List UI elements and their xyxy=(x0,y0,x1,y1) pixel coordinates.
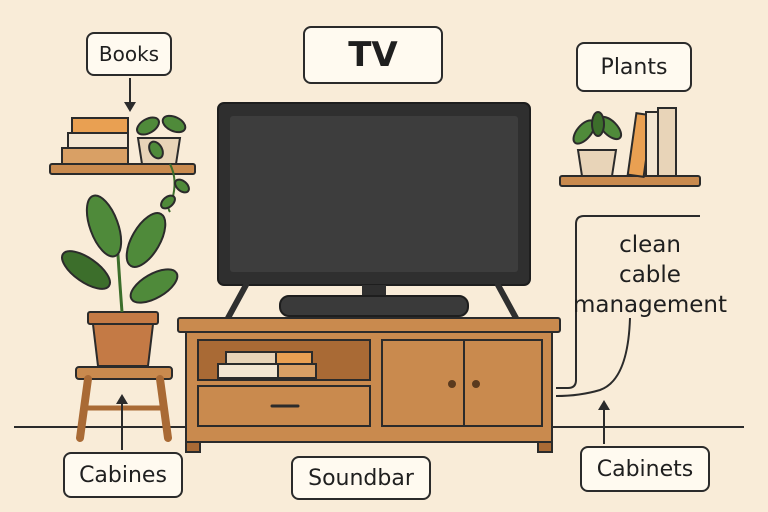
left-wall-shelf xyxy=(49,114,196,213)
cabinet-book-4 xyxy=(275,351,313,365)
big-leaf-4 xyxy=(129,268,179,304)
cabines-label: Cabines xyxy=(63,452,183,498)
cabinet-leg-right xyxy=(537,441,553,453)
cabinet-book-2 xyxy=(225,351,277,365)
right-wall-shelf xyxy=(559,107,701,187)
tv-cabinet xyxy=(177,317,561,453)
right-shelf-board xyxy=(559,175,701,187)
hanging-leaf-1 xyxy=(136,116,160,136)
cable-management-label: clean cable management xyxy=(560,230,740,320)
plants-label: Plants xyxy=(576,42,692,92)
cabinet-top xyxy=(177,317,561,333)
big-leaf-1 xyxy=(85,194,123,258)
cable-label-line-1: clean xyxy=(619,232,681,258)
cabinet-book-1 xyxy=(217,363,281,379)
books-arrowhead xyxy=(124,102,136,112)
big-leaf-3 xyxy=(61,250,111,290)
book-stack-1 xyxy=(61,147,129,165)
tv-screen xyxy=(230,116,518,272)
hanging-leaf-3 xyxy=(148,140,164,160)
small-pot-right xyxy=(576,149,618,177)
cable-bracket xyxy=(556,215,700,389)
cabinets-label: Cabinets xyxy=(580,446,710,492)
hanging-leaf-4 xyxy=(174,178,190,194)
cable-label-line-3: management xyxy=(572,292,728,318)
right-plant-leaf-3 xyxy=(591,111,605,137)
hanging-leaf-2 xyxy=(161,114,187,134)
cable-label-line-2: cable xyxy=(619,262,681,288)
hanging-leaf-5 xyxy=(160,194,176,210)
large-pot-rim xyxy=(87,311,159,325)
plant-stool xyxy=(61,194,179,442)
door-knob-right xyxy=(472,380,480,388)
upright-book-2 xyxy=(645,111,659,177)
tv-stand-neck xyxy=(362,285,386,297)
callout-lines xyxy=(116,78,700,450)
cabinet-book-3 xyxy=(277,363,317,379)
book-stack-2 xyxy=(67,132,129,149)
cabinets-arrowhead xyxy=(598,400,610,410)
cable-wire xyxy=(555,317,631,397)
big-leaf-2 xyxy=(125,212,167,268)
upright-book-3 xyxy=(657,107,677,177)
book-stack-3 xyxy=(71,117,129,134)
tv-label: TV xyxy=(303,26,443,84)
tv-set xyxy=(217,102,531,321)
tv-leg-right xyxy=(495,282,519,321)
soundbar xyxy=(279,295,469,317)
door-knob-left xyxy=(448,380,456,388)
cabines-arrowhead xyxy=(116,394,128,404)
tv-leg-left xyxy=(225,282,249,321)
soundbar-label: Soundbar xyxy=(291,456,431,500)
cabinet-leg-left xyxy=(185,441,201,453)
books-label: Books xyxy=(86,32,172,76)
